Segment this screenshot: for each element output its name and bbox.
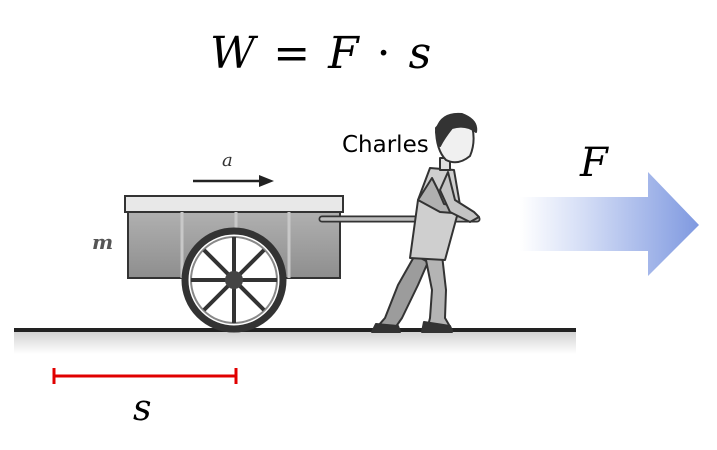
acceleration-arrow-icon [193,175,274,187]
person-icon [371,112,480,333]
cart-icon [124,195,481,333]
person-name-label: Charles [342,132,429,158]
ground [14,328,576,354]
acceleration-label: a [222,150,233,171]
force-arrow-icon [520,172,699,276]
formula-displacement-symbol: s [408,28,432,79]
formula-dot: · [376,28,391,79]
wheel-icon [181,227,287,333]
displacement-bar [52,368,238,384]
work-formula: W = F · s [210,28,431,79]
displacement-label: s [133,388,152,429]
mass-label: m [92,230,114,254]
formula-force-symbol: F [328,28,359,79]
formula-work-symbol: W [210,28,256,79]
formula-equals: = [273,28,311,79]
force-label: F [580,140,608,186]
